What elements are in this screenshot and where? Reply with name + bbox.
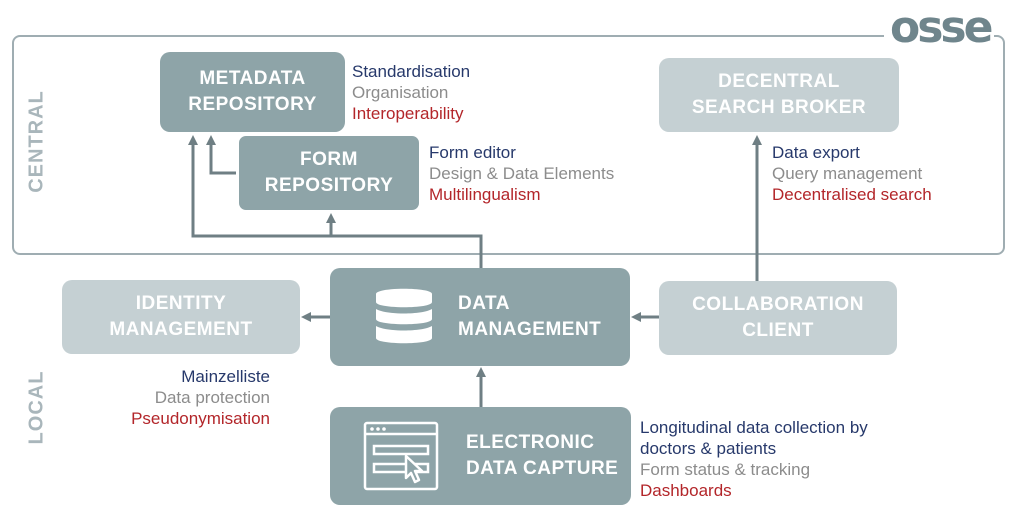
form-repository-box[interactable]: FORM REPOSITORY: [236, 133, 422, 213]
broker-desc-1: Data export: [772, 143, 860, 162]
identity-management-box[interactable]: IDENTITY MANAGEMENT: [62, 280, 300, 354]
database-icon: [376, 288, 432, 344]
identity-desc-3: Pseudonymisation: [131, 409, 270, 428]
edc-title-line1: ELECTRONIC: [466, 432, 595, 453]
arrow-form-to-metadata: [206, 135, 238, 175]
broker-title-line1: DECENTRAL: [718, 71, 840, 92]
identity-title-line1: IDENTITY: [135, 293, 227, 314]
metadata-repository-box[interactable]: METADATA REPOSITORY: [160, 52, 345, 132]
edc-desc-2: doctors & patients: [640, 439, 777, 458]
collaboration-client-box[interactable]: COLLABORATION CLIENT: [659, 281, 897, 355]
form-desc-3: Multilingualism: [429, 185, 541, 204]
collab-title-line2: CLIENT: [742, 320, 814, 341]
form-description: Form editor Design & Data Elements Multi…: [429, 142, 614, 205]
arrow-data-to-metadata: [188, 135, 483, 268]
data-management-box[interactable]: DATA MANAGEMENT: [330, 268, 630, 366]
osse-logo: osse: [884, 2, 994, 53]
metadata-title-line2: REPOSITORY: [188, 94, 317, 115]
edc-box[interactable]: ELECTRONIC DATA CAPTURE: [330, 407, 631, 505]
form-title-line2: REPOSITORY: [264, 175, 394, 196]
identity-title-line2: MANAGEMENT: [109, 319, 253, 340]
broker-desc-3: Decentralised search: [772, 185, 932, 204]
metadata-title-line1: METADATA: [199, 68, 306, 89]
metadata-desc-1: Standardisation: [352, 62, 471, 81]
edc-desc-3: Form status & tracking: [640, 460, 811, 479]
form-desc-1: Form editor: [429, 143, 516, 162]
edc-desc-1: Longitudinal data collection by: [640, 418, 868, 437]
form-desc-2: Design & Data Elements: [429, 164, 615, 183]
logo-text: osse: [890, 2, 993, 53]
collab-title-line1: COLLABORATION: [692, 294, 864, 315]
identity-desc-2: Data protection: [154, 388, 270, 407]
edc-description: Longitudinal data collection by doctors …: [640, 417, 868, 501]
edc-desc-4: Dashboards: [640, 481, 732, 500]
form-title-line1: FORM: [300, 149, 358, 170]
metadata-description: Standardisation Organisation Interoperab…: [352, 61, 470, 124]
edc-title-line2: DATA CAPTURE: [466, 458, 619, 479]
central-frame: [12, 35, 1005, 255]
data-title-line2: MANAGEMENT: [458, 319, 602, 340]
broker-description: Data export Query management Decentralis…: [772, 142, 932, 205]
search-broker-box[interactable]: DECENTRAL SEARCH BROKER: [659, 58, 899, 132]
broker-desc-2: Query management: [772, 164, 923, 183]
identity-description: Mainzelliste Data protection Pseudonymis…: [100, 366, 270, 429]
broker-title-line2: SEARCH BROKER: [691, 97, 867, 118]
identity-desc-1: Mainzelliste: [181, 367, 270, 386]
metadata-desc-3: Interoperability: [352, 104, 464, 123]
data-title-line1: DATA: [458, 293, 510, 314]
metadata-desc-2: Organisation: [352, 83, 449, 102]
form-cursor-icon: [363, 421, 439, 491]
